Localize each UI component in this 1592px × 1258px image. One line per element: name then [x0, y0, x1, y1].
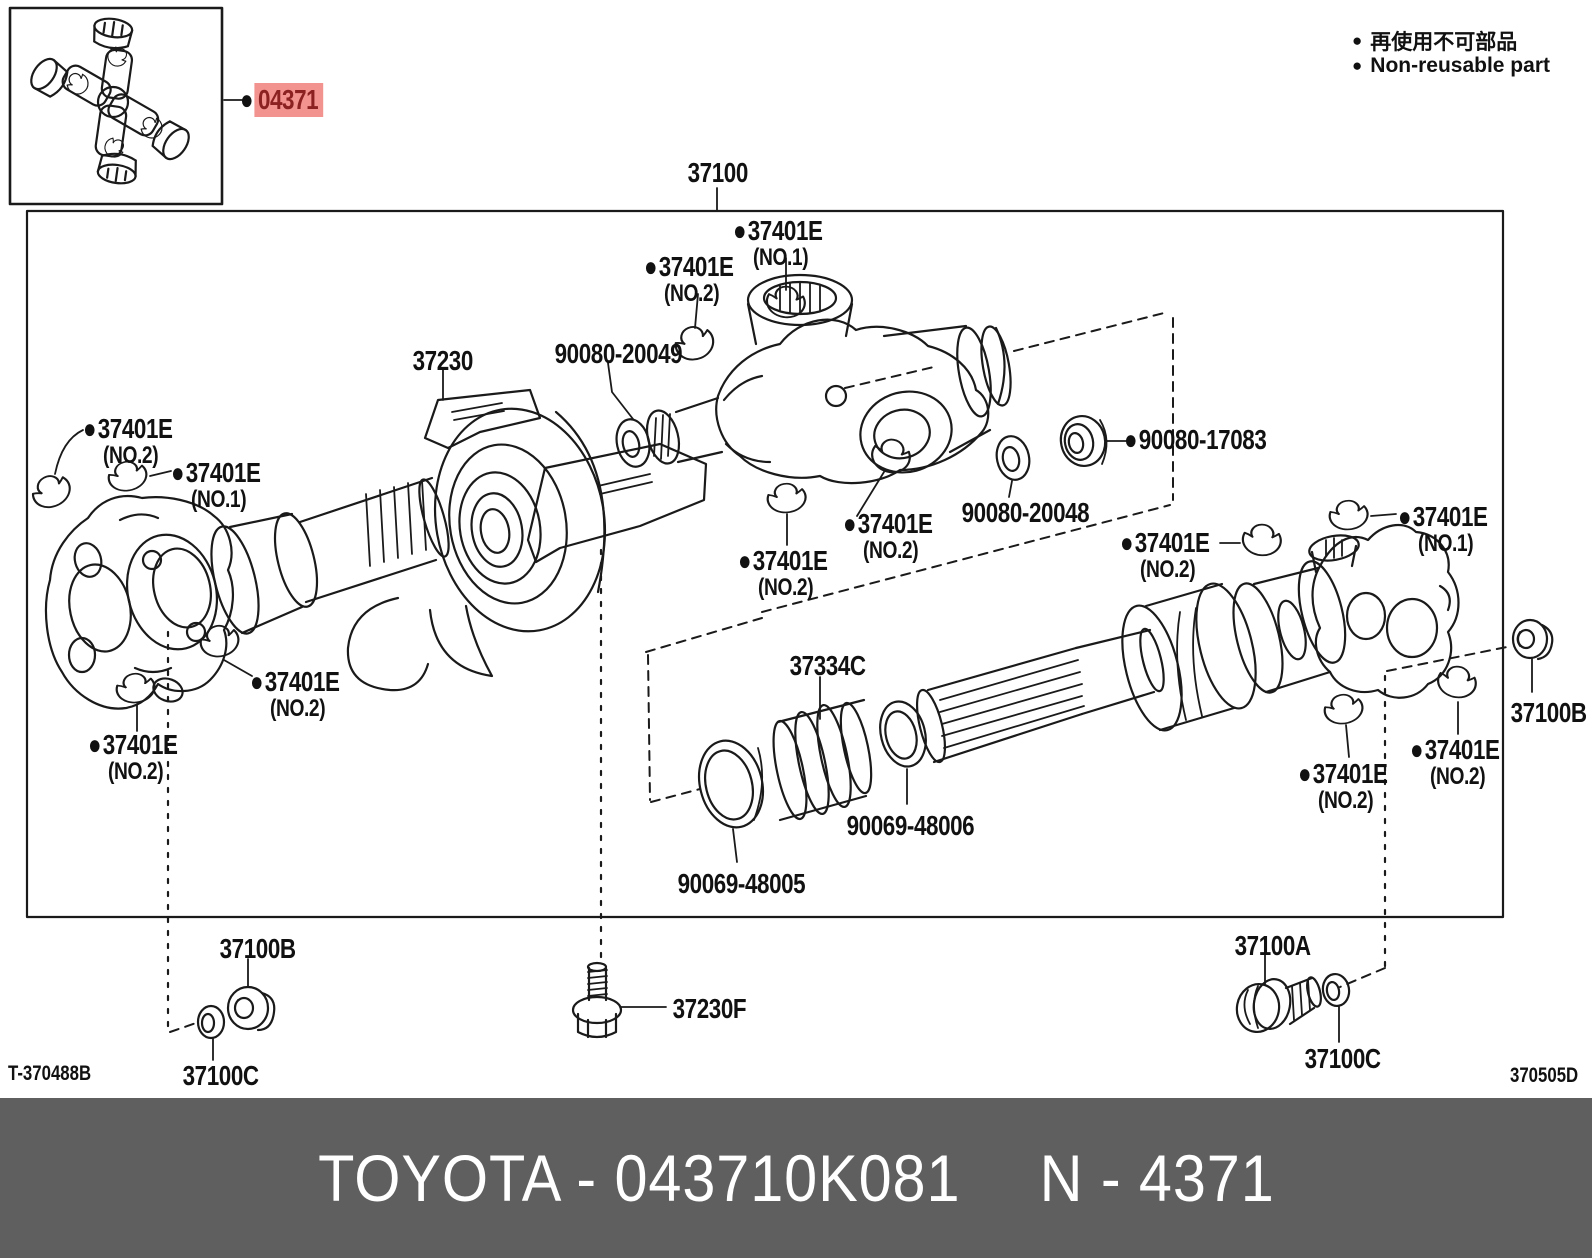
banner-ref-number: N - 4371 — [1039, 1141, 1275, 1215]
part-label-37230f: 37230F — [672, 993, 747, 1024]
reference-dashed-lines — [169, 312, 1513, 1033]
part-label-37401e-no2-rear-outer: ●37401E(NO.2) — [1410, 734, 1500, 790]
part-label-37100b-right: 37100B — [1510, 697, 1587, 728]
bearing-cap-top — [93, 17, 134, 50]
mounting-hardware — [196, 618, 1554, 1040]
bearing-cap-right — [151, 120, 190, 161]
part-label-37401e-no2-right-mid: ●37401E(NO.2) — [1120, 527, 1210, 583]
legend: ● 再使用不可部品 ● Non-reusable part — [1352, 28, 1550, 78]
leader-lines — [54, 187, 1533, 1061]
legend-line-en: ● Non-reusable part — [1352, 53, 1550, 78]
footer-banner: TOYOTA - 043710K081 N - 4371 — [0, 1098, 1592, 1258]
part-label-90080-20049: 90080-20049 — [554, 338, 683, 369]
part-label-37401e-no1-left: ●37401E(NO.1) — [171, 457, 261, 513]
banner-text: TOYOTA - 043710K081 N - 4371 — [318, 1140, 1275, 1216]
part-label-37100: 37100 — [687, 157, 749, 188]
part-label-37401e-no1-top: ●37401E(NO.1) — [733, 215, 823, 271]
hardware-dashed-leaders — [166, 548, 1387, 1032]
bullet-icon: ● — [1352, 55, 1363, 75]
part-label-37401e-no2-left-upper: ●37401E(NO.2) — [83, 413, 173, 469]
part-label-37100c-right: 37100C — [1304, 1043, 1381, 1074]
part-label-90080-20048: 90080-20048 — [961, 497, 1090, 528]
part-label-37100c-left: 37100C — [182, 1060, 259, 1091]
part-label-90069-48005: 90069-48005 — [677, 868, 806, 899]
universal-joint-kit-drawing — [30, 17, 243, 185]
part-label-37100b-left: 37100B — [219, 933, 296, 964]
figure-code-left: T-370488B — [8, 1062, 92, 1085]
front-propeller-shaft-drawing — [44, 273, 1108, 710]
part-label-90080-17083: ●90080-17083 — [1124, 424, 1267, 455]
part-label-37401e-no2-center-lower: ●37401E(NO.2) — [738, 545, 828, 601]
inset-box-border — [8, 6, 224, 206]
legend-text-en: Non-reusable part — [1370, 53, 1550, 77]
part-label-37401e-no1-right: ●37401E(NO.1) — [1398, 501, 1488, 557]
bearing-cap-left — [30, 57, 69, 98]
rear-propeller-shaft-drawing — [697, 523, 1460, 829]
bullet-icon: ● — [1352, 30, 1363, 50]
part-label-37401e-no2-top: ●37401E(NO.2) — [644, 251, 734, 307]
highlight-badge: 04371 — [254, 83, 324, 117]
part-label-37401e-no2-center-upper: ●37401E(NO.2) — [843, 508, 933, 564]
main-diagram-border — [25, 209, 1505, 919]
legend-line-jp: ● 再使用不可部品 — [1352, 28, 1550, 54]
figure-code-right: 370505D — [1510, 1064, 1579, 1087]
part-label-37401e-no2-left-mid: ●37401E(NO.2) — [250, 666, 340, 722]
legend-text-jp: 再使用不可部品 — [1370, 30, 1518, 54]
part-label-37334c: 37334C — [789, 650, 866, 681]
part-label-37230: 37230 — [412, 345, 474, 376]
part-label-37401e-no2-left-lower: ●37401E(NO.2) — [88, 729, 178, 785]
part-label-90069-48006: 90069-48006 — [846, 810, 975, 841]
selected-part-label-04371[interactable]: ●04371 — [240, 83, 324, 117]
non-reusable-bullet-icon: ● — [240, 84, 254, 115]
part-label-37100a: 37100A — [1234, 930, 1311, 961]
bearing-cap-bottom — [96, 152, 137, 185]
banner-part-number: TOYOTA - 043710K081 — [317, 1141, 961, 1215]
part-label-37401e-no2-rear-inner: ●37401E(NO.2) — [1298, 758, 1388, 814]
